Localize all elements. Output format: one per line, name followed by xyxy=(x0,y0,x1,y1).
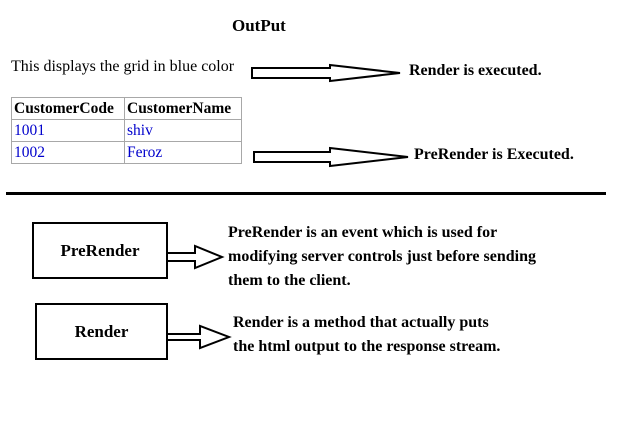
arrow-render-explanation xyxy=(166,324,232,350)
render-box-label: Render xyxy=(74,321,129,341)
table-row: 1002 Feroz xyxy=(11,141,242,164)
render-explanation: Render is a method that actually puts th… xyxy=(233,311,500,359)
prerender-box-label: PreRender xyxy=(60,240,140,260)
prerender-explanation-line: modifying server controls just before se… xyxy=(228,248,536,265)
output-title: OutPut xyxy=(232,16,286,35)
prerender-explanation: PreRender is an event which is used for … xyxy=(228,221,536,293)
render-executed-label: Render is executed. xyxy=(409,62,542,79)
render-box: Render xyxy=(35,303,168,360)
header-customer-name: CustomerName xyxy=(124,97,242,120)
prerender-box: PreRender xyxy=(32,222,168,279)
prerender-explanation-line: PreRender is an event which is used for xyxy=(228,224,498,241)
cell-customer-name: Feroz xyxy=(124,141,242,164)
render-explanation-line: Render is a method that actually puts xyxy=(233,314,489,331)
section-divider xyxy=(6,192,606,195)
prerender-explanation-line: them to the client. xyxy=(228,272,351,289)
prerender-executed-label: PreRender is Executed. xyxy=(414,146,574,163)
render-explanation-line: the html output to the response stream. xyxy=(233,338,501,355)
arrow-prerender-explanation xyxy=(166,244,225,270)
arrow-to-render-executed xyxy=(251,63,401,83)
customer-grid: CustomerCode CustomerName 1001 shiv 1002… xyxy=(11,97,242,164)
grid-description: This displays the grid in blue color xyxy=(11,58,235,75)
grid-header-row: CustomerCode CustomerName xyxy=(11,97,242,120)
cell-customer-code: 1002 xyxy=(11,141,125,164)
arrow-to-prerender-executed xyxy=(253,146,409,168)
